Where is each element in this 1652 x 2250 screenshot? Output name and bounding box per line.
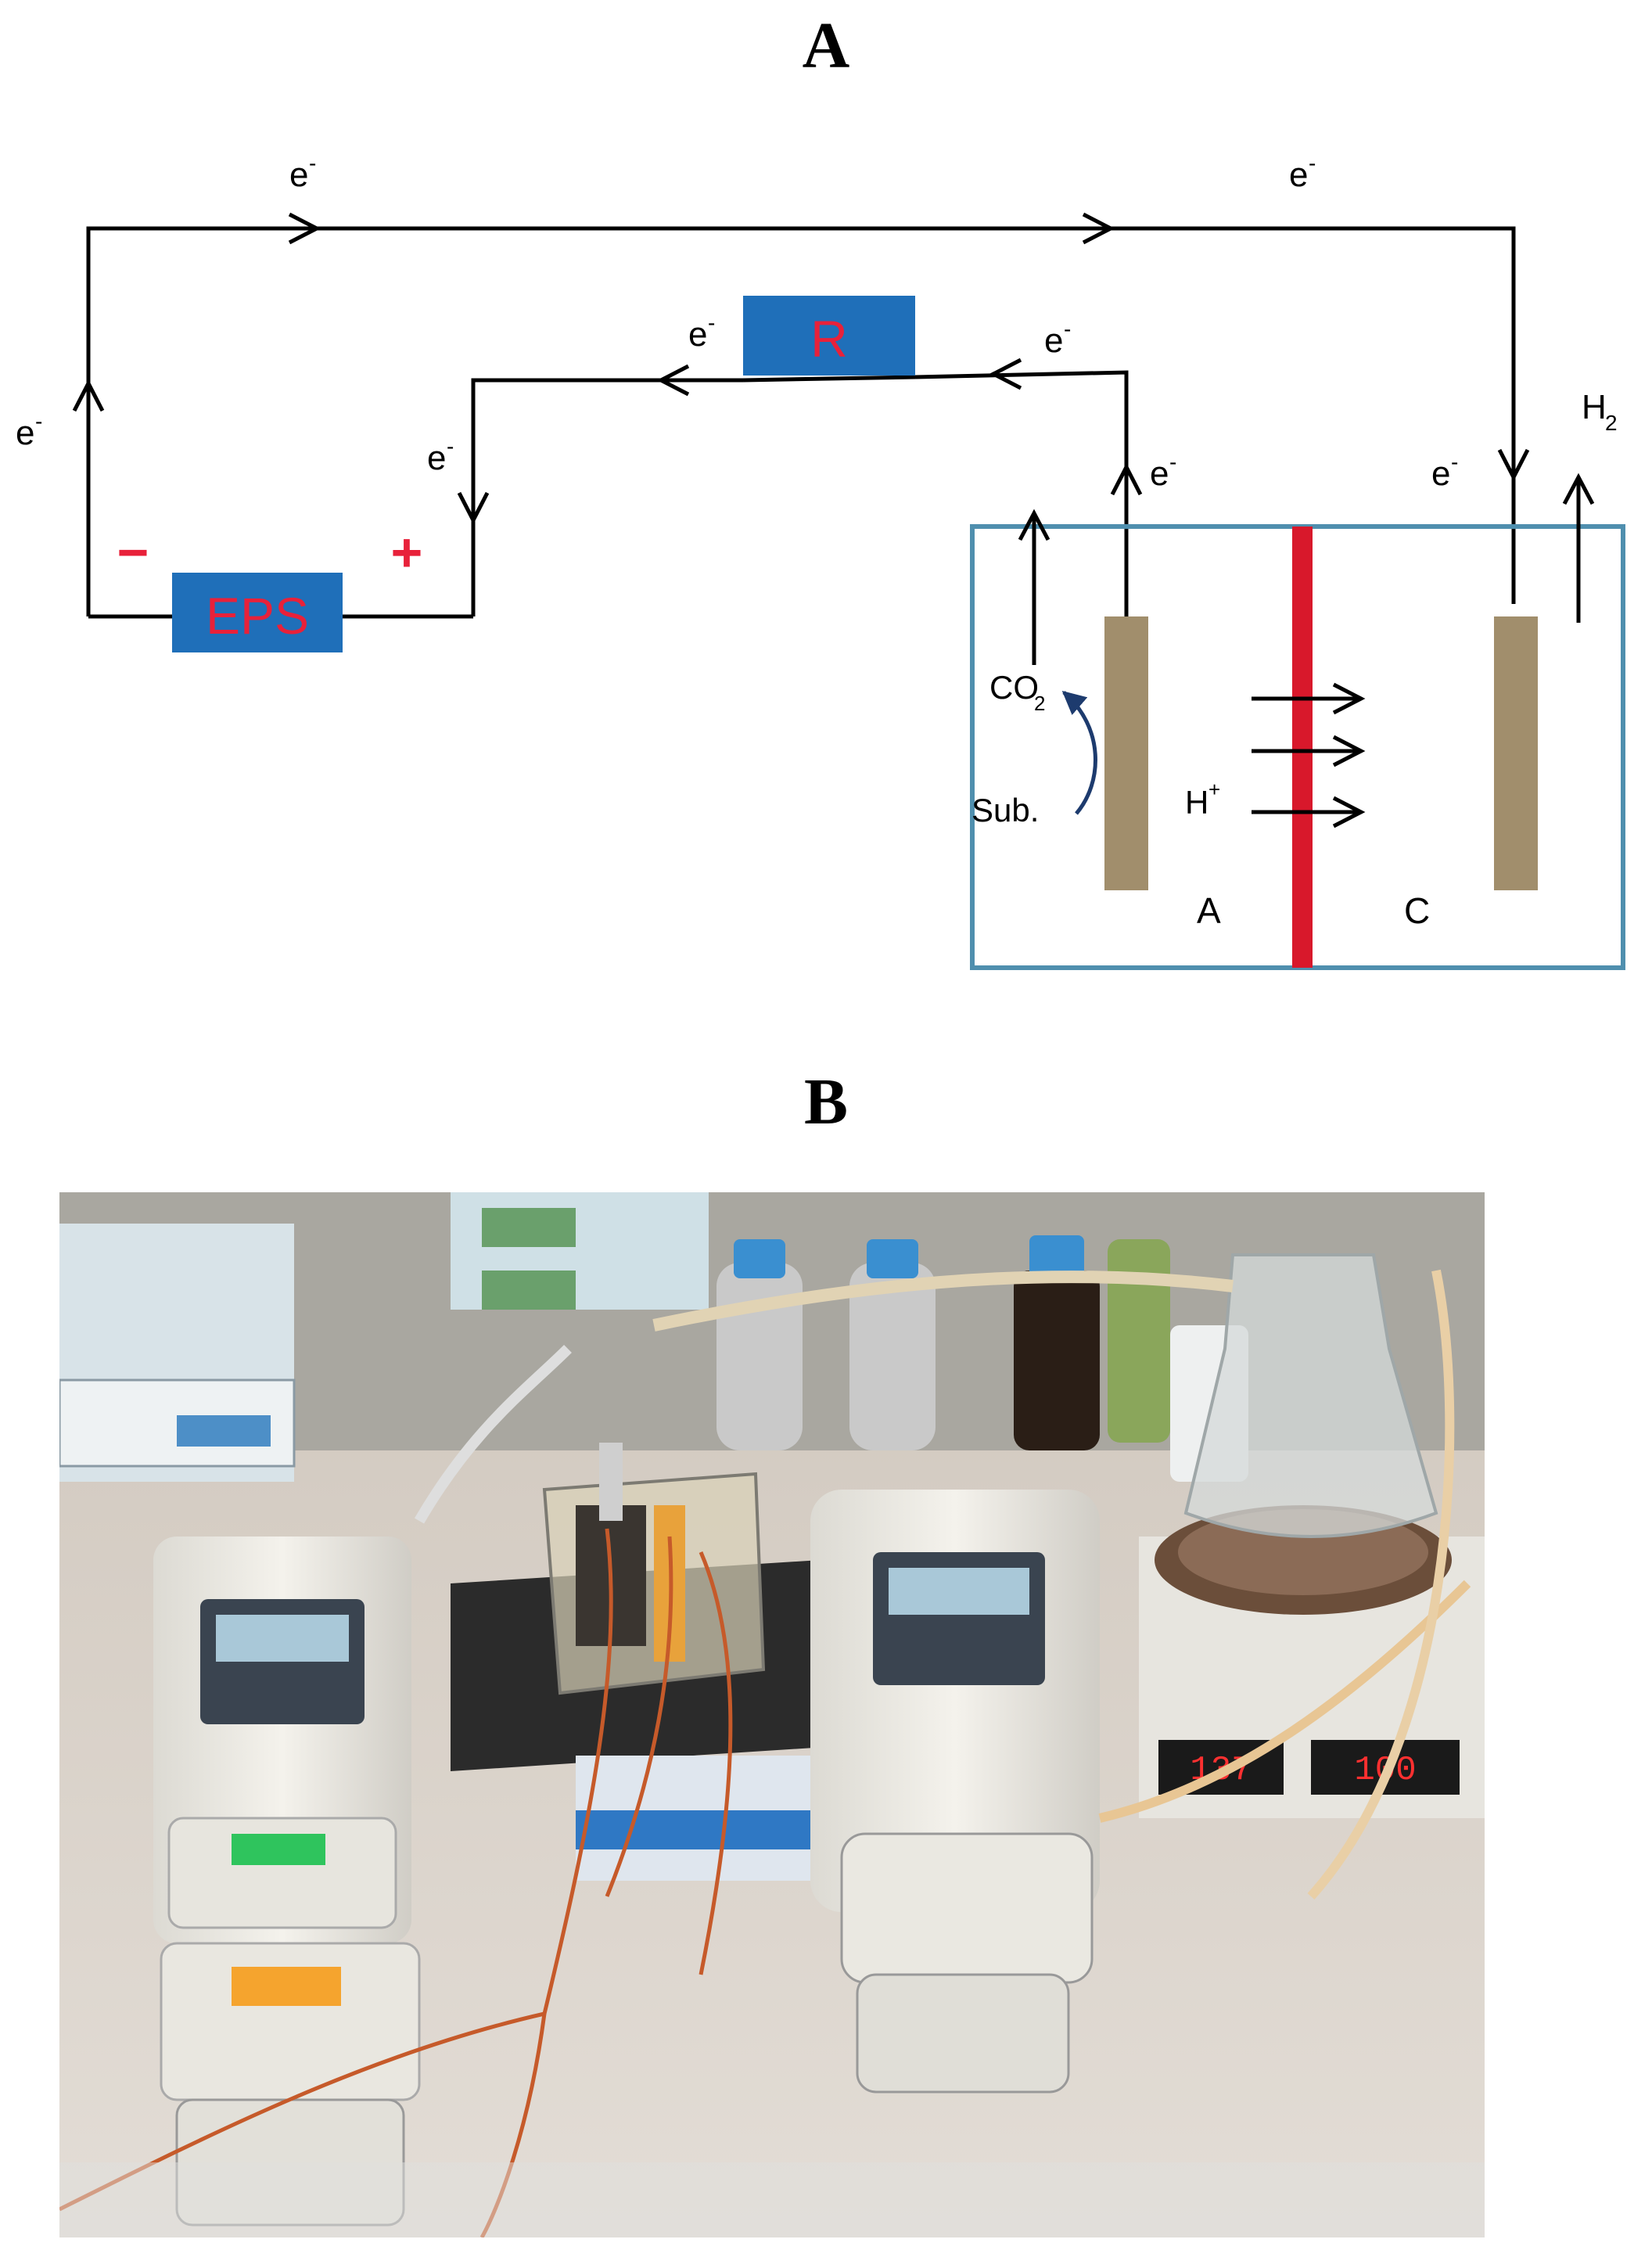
box-label xyxy=(482,1271,576,1310)
panel-b-label: B xyxy=(803,1066,849,1138)
bottle-cap xyxy=(734,1239,785,1278)
mec-circuit-diagram: EPS − + R e - e - e - e - e - e - e - e … xyxy=(16,151,1625,970)
arrow-right-top-left xyxy=(288,212,321,245)
co2-sub: 2 xyxy=(1034,692,1045,715)
arrow-left-r-left xyxy=(656,364,690,397)
electron-label: e xyxy=(1044,322,1063,360)
electron-sup: - xyxy=(708,311,715,335)
minus-sign: − xyxy=(117,522,149,583)
eps-box xyxy=(172,573,343,652)
membrane xyxy=(1292,527,1313,968)
bottle-cap xyxy=(867,1239,918,1278)
proton-arrows xyxy=(1252,682,1366,828)
electron-sup: - xyxy=(1064,317,1071,341)
electron-label: e xyxy=(427,439,446,477)
foil-bottle xyxy=(849,1263,936,1450)
bottle-cap xyxy=(1029,1235,1084,1282)
plus-sign: + xyxy=(391,522,423,583)
left-pump-clip-orange xyxy=(232,1967,341,2006)
electron-sup: - xyxy=(1309,151,1316,175)
arrow-right-top-right xyxy=(1082,212,1115,245)
electron-label: e xyxy=(1431,455,1450,493)
box-stripe xyxy=(576,1810,834,1849)
left-pump-screen xyxy=(216,1615,349,1662)
electron-label: e xyxy=(16,414,34,452)
outer-wire xyxy=(86,226,1516,616)
electron-sup: - xyxy=(35,409,42,433)
hydrogen-label: H xyxy=(1582,388,1607,426)
resistor-label: R xyxy=(810,310,848,368)
electron-sup: - xyxy=(447,434,454,458)
panel-a-label: A xyxy=(802,9,850,82)
co2-label: CO xyxy=(989,669,1039,706)
left-pump-head xyxy=(167,1817,397,1929)
proton-sup: + xyxy=(1208,778,1220,801)
box-label xyxy=(482,1208,576,1247)
probe xyxy=(599,1443,623,1521)
tubing xyxy=(414,1269,1471,1900)
substrate-to-co2-arrow xyxy=(1061,691,1097,815)
electron-label: e xyxy=(289,156,308,194)
left-pump-clip-green xyxy=(232,1834,325,1865)
electron-labels: e - e - e - e - e - e - e - e - xyxy=(16,151,1458,493)
right-pump-screen xyxy=(889,1568,1029,1615)
cathode-electrode xyxy=(1494,616,1538,890)
electron-sup: - xyxy=(309,151,316,175)
electron-label: e xyxy=(1150,455,1169,493)
co2-arrowhead xyxy=(1018,509,1050,541)
h2-arrowhead xyxy=(1562,473,1595,505)
inner-wire xyxy=(88,370,1129,619)
proton-label: H xyxy=(1185,784,1208,821)
cathode-chamber-label: C xyxy=(1404,890,1430,931)
arrow-left-r-right xyxy=(989,358,1022,390)
eps-label: EPS xyxy=(206,587,309,645)
electron-sup: - xyxy=(1169,450,1176,474)
arrow-up-left xyxy=(72,379,105,412)
electron-label: e xyxy=(1289,156,1308,194)
arrow-up-anode xyxy=(1110,462,1143,496)
dark-bottle xyxy=(1014,1271,1100,1450)
left-instrument-stripe xyxy=(177,1415,271,1447)
hydrogen-sub: 2 xyxy=(1605,411,1618,435)
right-pump-head-2 xyxy=(856,1973,1070,2094)
resistor-box xyxy=(743,296,915,376)
electron-label: e xyxy=(688,315,707,354)
lab-setup-photo: 137 100 xyxy=(59,1192,1485,2237)
anode-chamber-label: A xyxy=(1197,890,1221,931)
right-pump-head xyxy=(840,1832,1094,1984)
substrate-label: Sub. xyxy=(971,792,1039,828)
anode-electrode xyxy=(1104,616,1148,890)
green-bottle xyxy=(1108,1239,1170,1443)
electron-sup: - xyxy=(1451,450,1458,474)
arrow-down-right xyxy=(1497,448,1530,482)
flask xyxy=(1183,1253,1438,1538)
foil-bottle xyxy=(716,1263,803,1450)
bench-front xyxy=(59,2162,1485,2237)
arrow-down-plus xyxy=(457,491,490,525)
